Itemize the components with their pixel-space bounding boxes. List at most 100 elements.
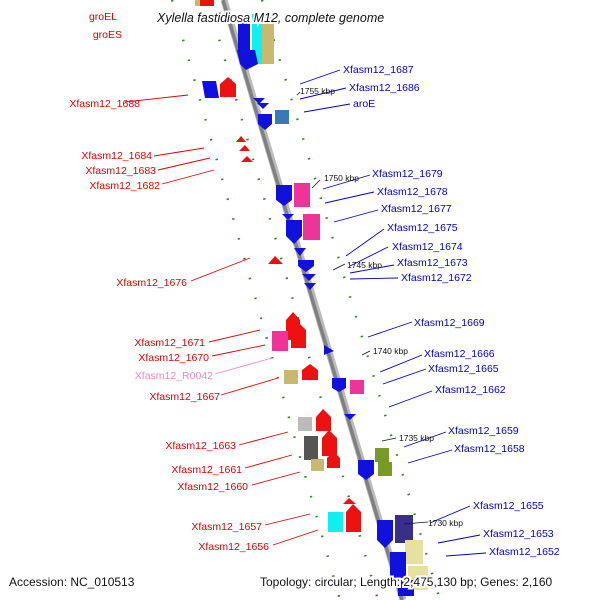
gene-1657-cyan[interactable] [328, 512, 343, 532]
gene-1673-blue[interactable] [302, 274, 316, 281]
gene-groES-khaki[interactable] [262, 14, 274, 64]
gene-aroE-steel[interactable] [275, 110, 289, 124]
gene-1687-arrow[interactable] [237, 50, 258, 70]
gene-1676-arrow[interactable] [268, 256, 283, 264]
gene-label-1688[interactable]: Xfasm12_1688 [69, 98, 140, 110]
gene-groES-block[interactable] [238, 14, 250, 54]
gene-label-1675[interactable]: Xfasm12_1675 [387, 222, 458, 234]
gene-label-1658[interactable]: Xfasm12_1658 [454, 443, 525, 455]
gene-1661-arrow[interactable] [322, 430, 337, 456]
gene-1655-purple[interactable] [395, 515, 413, 543]
gene-1679-blue[interactable] [276, 185, 292, 206]
gene-1677-blue[interactable] [286, 220, 302, 244]
gene-1686-arrow-2[interactable] [257, 103, 269, 109]
left-gene-track [195, 0, 361, 532]
gene-1652-blue[interactable] [390, 552, 406, 578]
gene-1660-khaki[interactable] [311, 459, 324, 471]
accession-text: Accession: NC_010513 [9, 575, 135, 589]
gene-label-1652[interactable]: Xfasm12_1652 [489, 546, 560, 558]
gene-label-1660[interactable]: Xfasm12_1660 [177, 481, 248, 493]
gene-1682-arrow[interactable] [241, 156, 253, 162]
gene-label-1666[interactable]: Xfasm12_1666 [424, 348, 495, 360]
scale-tick: 1740 kbp [373, 346, 408, 356]
gene-1661-darkgrey[interactable] [304, 436, 318, 460]
gene-label-1661[interactable]: Xfasm12_1661 [171, 464, 242, 476]
gene-label-1655[interactable]: Xfasm12_1655 [473, 500, 544, 512]
gene-R0042-khaki[interactable] [284, 370, 298, 384]
gene-1663-grey[interactable] [298, 417, 312, 431]
gene-label-1684[interactable]: Xfasm12_1684 [81, 150, 152, 162]
gene-label-1657[interactable]: Xfasm12_1657 [191, 521, 262, 533]
gene-label-1677[interactable]: Xfasm12_1677 [381, 203, 452, 215]
scale-tick: 1750 kbp [324, 173, 359, 183]
gene-label-1676[interactable]: Xfasm12_1676 [116, 277, 187, 289]
gene-label-1671[interactable]: Xfasm12_1671 [134, 337, 205, 349]
gene-1675-blue[interactable] [294, 248, 306, 256]
gene-1658-olive[interactable] [378, 462, 392, 476]
gene-label-1686[interactable]: Xfasm12_1686 [349, 82, 420, 94]
gene-label-1674[interactable]: Xfasm12_1674 [392, 241, 463, 253]
gene-1669-blue[interactable] [324, 345, 334, 355]
gene-1665-pink[interactable] [350, 380, 364, 394]
gene-label-R0042[interactable]: Xfasm12_R0042 [135, 370, 213, 382]
scale-tick: 1745 kbp [347, 260, 382, 270]
gene-1656-arrow[interactable] [346, 504, 361, 532]
gene-label-1663[interactable]: Xfasm12_1663 [165, 440, 236, 452]
gene-1657-small-arrow[interactable] [343, 498, 356, 504]
gene-1653-khaki[interactable] [405, 540, 423, 564]
gene-label-1673[interactable]: Xfasm12_1673 [397, 257, 468, 269]
topology-text: Topology: circular; Length: 2,475,130 bp… [260, 575, 553, 589]
gene-label-1662[interactable]: Xfasm12_1662 [435, 384, 506, 396]
genome-title: Xylella fastidiosa M12, complete genome [156, 11, 384, 25]
gene-label-1687[interactable]: Xfasm12_1687 [343, 64, 414, 76]
gene-label-1669[interactable]: Xfasm12_1669 [414, 317, 485, 329]
gene-label-1656[interactable]: Xfasm12_1656 [198, 541, 269, 553]
gene-1688-red-arrow[interactable] [220, 77, 236, 97]
gene-1663-arrow[interactable] [316, 409, 331, 431]
gene-label-1653[interactable]: Xfasm12_1653 [483, 528, 554, 540]
gene-label-groES[interactable]: groES [93, 29, 122, 41]
gene-1667-arrow[interactable] [302, 364, 318, 380]
gene-label-1670[interactable]: Xfasm12_1670 [138, 352, 209, 364]
gene-label-1667[interactable]: Xfasm12_1667 [149, 391, 220, 403]
gene-aroE-blue[interactable] [258, 114, 272, 130]
gene-label-1665[interactable]: Xfasm12_1665 [428, 363, 499, 375]
gene-1655-blue[interactable] [377, 520, 393, 548]
gene-1659-olive[interactable] [375, 448, 389, 462]
gene-1660-arrow[interactable] [327, 452, 340, 468]
gene-1688-blue[interactable] [202, 81, 219, 98]
left-leader-lines [124, 94, 319, 546]
gene-1677-pink[interactable] [303, 214, 320, 240]
gene-1674-blue[interactable] [298, 260, 314, 272]
scale-tick: 1730 kbp [428, 518, 463, 528]
gene-label-1672[interactable]: Xfasm12_1672 [401, 272, 472, 284]
gene-1666-blue[interactable] [332, 378, 346, 392]
gene-1679-pink[interactable] [294, 183, 310, 207]
right-dotted-track [260, 0, 442, 600]
scale-tick: 1755 kbp [300, 86, 335, 96]
gene-label-1659[interactable]: Xfasm12_1659 [448, 425, 519, 437]
gene-1659-blue[interactable] [358, 460, 374, 480]
right-gene-track [237, 14, 428, 596]
gene-label-1679[interactable]: Xfasm12_1679 [372, 168, 443, 180]
right-leader-lines [299, 69, 487, 557]
gene-1662-blue[interactable] [344, 414, 356, 420]
gene-1683-arrow[interactable] [239, 145, 250, 151]
scale-tick: 1735 kbp [399, 433, 434, 443]
gene-groEL-arrow[interactable] [200, 0, 214, 6]
gene-label-1678[interactable]: Xfasm12_1678 [377, 186, 448, 198]
gene-label-1683[interactable]: Xfasm12_1683 [85, 165, 156, 177]
gene-1652-blue-2[interactable] [398, 580, 414, 596]
gene-1678-blue[interactable] [282, 214, 294, 220]
gene-1670-arrow[interactable] [291, 322, 306, 348]
right-gene-labels: Xfasm12_1687 Xfasm12_1686 aroE Xfasm12_1… [343, 64, 560, 558]
gene-label-groEL[interactable]: groEL [89, 11, 117, 23]
gene-1672-blue[interactable] [304, 283, 316, 290]
inner-dotted-track [206, 0, 380, 600]
gene-1686-arrow[interactable] [253, 98, 265, 104]
gene-1670-pink[interactable] [272, 331, 288, 351]
gene-1684-arrow[interactable] [236, 136, 246, 142]
gene-label-aroE[interactable]: aroE [353, 98, 375, 110]
gene-label-1682[interactable]: Xfasm12_1682 [89, 180, 160, 192]
